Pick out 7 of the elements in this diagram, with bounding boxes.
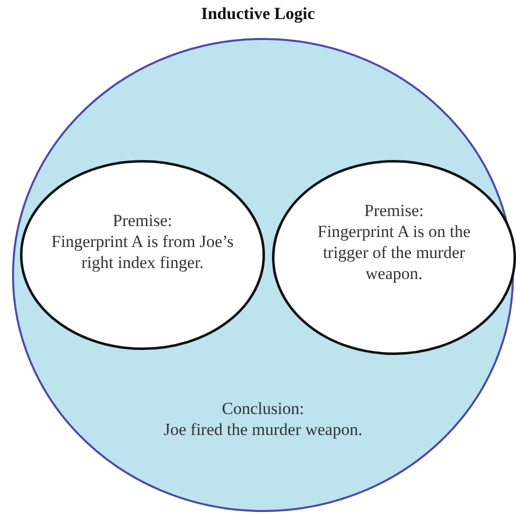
node-text: Fingerprint A is on the trigger of the murder weapon. <box>316 221 472 284</box>
node-heading: Premise: <box>112 210 174 231</box>
diagram-title: Inductive Logic <box>200 4 316 24</box>
node-heading: Conclusion: <box>220 398 306 419</box>
node-text: Joe fired the murder weapon. <box>162 419 364 440</box>
node-heading: Premise: <box>363 200 425 221</box>
node-text: Fingerprint A is from Joe’s right index finger. <box>50 231 235 273</box>
